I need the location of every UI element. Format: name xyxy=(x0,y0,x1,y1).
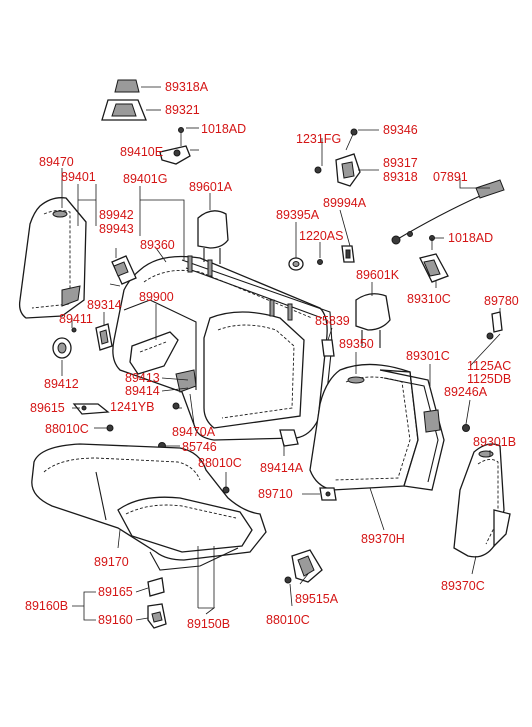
label-89943: 89943 xyxy=(99,222,134,236)
label-89310c: 89310C xyxy=(407,292,451,306)
screw-89411-part xyxy=(71,327,77,333)
label-1231fg: 1231FG xyxy=(296,132,341,146)
latch-89317-part xyxy=(314,128,361,187)
label-89615: 89615 xyxy=(30,401,65,415)
bracket-89414a-part xyxy=(279,429,299,447)
seat-cushion-part xyxy=(31,443,267,571)
latch-89942-part xyxy=(109,255,137,287)
label-89160: 89160 xyxy=(98,613,133,627)
label-89414a: 89414A xyxy=(260,461,304,475)
label-1220as: 1220AS xyxy=(299,229,343,243)
label-85746: 85746 xyxy=(182,440,217,454)
label-89314: 89314 xyxy=(87,298,122,312)
bracket-89615-part xyxy=(72,403,110,415)
right-headrest-part xyxy=(355,293,391,348)
bracket-89515a-part xyxy=(291,549,323,583)
label-89414: 89414 xyxy=(125,384,160,398)
label-89413: 89413 xyxy=(125,371,160,385)
right-side-bolster-part xyxy=(453,443,511,558)
hook-89160-part xyxy=(147,603,167,629)
bolt-1241yb-part xyxy=(172,402,180,410)
label-89370c: 89370C xyxy=(441,579,485,593)
label-89395a: 89395A xyxy=(276,208,320,222)
label-89900: 89900 xyxy=(139,290,174,304)
label-89780: 89780 xyxy=(484,294,519,308)
label-89318a: 89318A xyxy=(165,80,209,94)
plate-89314-part xyxy=(95,323,113,351)
label-88010c-b: 88010C xyxy=(198,456,242,470)
label-89318: 89318 xyxy=(383,170,418,184)
label-89301b: 89301B xyxy=(473,435,516,449)
guide-89310c-part xyxy=(419,235,449,283)
headrest-bezel-part xyxy=(101,99,147,121)
left-headrest-part xyxy=(197,210,229,264)
label-1018ad-b: 1018AD xyxy=(448,231,493,245)
release-cable-part xyxy=(391,179,505,245)
label-89411: 89411 xyxy=(59,312,93,326)
label-89346: 89346 xyxy=(383,123,418,137)
label-89401: 89401 xyxy=(61,170,96,184)
label-1018ad-a: 1018AD xyxy=(201,122,246,136)
rear-seat-back-part xyxy=(112,255,333,441)
right-seat-back-part xyxy=(309,363,445,491)
striker-89710-part xyxy=(319,487,337,501)
hook-89165-part xyxy=(147,577,165,597)
label-89401g: 89401G xyxy=(123,172,167,186)
label-88010c-a: 88010C xyxy=(45,422,89,436)
label-89350: 89350 xyxy=(339,337,374,351)
label-89317: 89317 xyxy=(383,156,418,170)
screw-1220as-part xyxy=(317,259,323,265)
leader-lines xyxy=(61,86,501,621)
label-89370h: 89370H xyxy=(361,532,405,546)
label-89301c: 89301C xyxy=(406,349,450,363)
label-89942: 89942 xyxy=(99,208,134,222)
label-89321: 89321 xyxy=(165,103,200,117)
label-89165: 89165 xyxy=(98,585,133,599)
label-89710: 89710 xyxy=(258,487,293,501)
left-side-bolster-part xyxy=(18,197,87,319)
bushing-89412-part xyxy=(52,337,72,359)
label-89470: 89470 xyxy=(39,155,74,169)
label-89410e: 89410E xyxy=(120,145,163,159)
part-labels: 89318A 89321 1018AD 89410E 1231FG 89346 … xyxy=(25,80,519,631)
headrest-cap-part xyxy=(114,79,140,93)
label-89601k: 89601K xyxy=(356,268,400,282)
label-1125ac: 1125AC xyxy=(467,359,511,373)
label-89170: 89170 xyxy=(94,555,129,569)
label-89360: 89360 xyxy=(140,238,175,252)
label-89601a: 89601A xyxy=(189,180,233,194)
bushing-89395a-part xyxy=(288,257,304,271)
label-89246a: 89246A xyxy=(444,385,488,399)
label-89515a: 89515A xyxy=(295,592,339,606)
label-85839: 85839 xyxy=(315,314,350,328)
label-07891: 07891 xyxy=(433,170,468,184)
clip-85839-part xyxy=(321,339,335,357)
label-89160b: 89160B xyxy=(25,599,68,613)
label-89994a: 89994A xyxy=(323,196,367,210)
label-89470a: 89470A xyxy=(172,425,216,439)
label-1125db: 1125DB xyxy=(467,372,511,386)
label-89150b: 89150B xyxy=(187,617,230,631)
screw-89246a-part xyxy=(462,424,470,432)
hinge-89780-part xyxy=(486,311,503,340)
clip-89994a-part xyxy=(341,245,355,263)
label-88010c-c: 88010C xyxy=(266,613,310,627)
bolt-88010c-c-part xyxy=(284,576,292,584)
label-1241yb: 1241YB xyxy=(110,400,154,414)
label-89412: 89412 xyxy=(44,377,79,391)
bracket-89410e-part xyxy=(159,127,191,165)
